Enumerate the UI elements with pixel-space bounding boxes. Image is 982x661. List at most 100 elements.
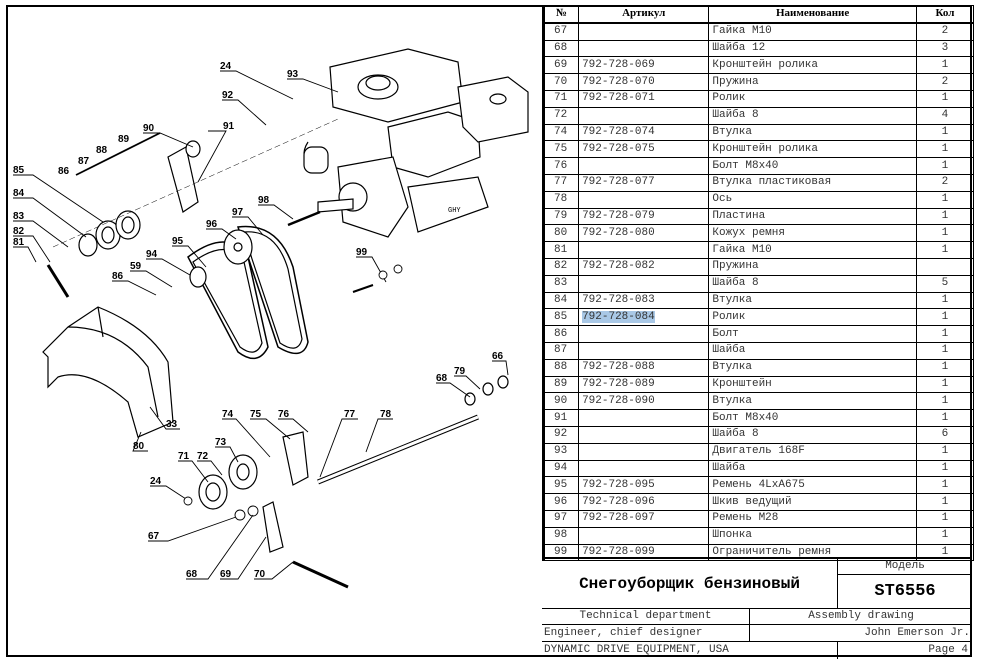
cell-name[interactable]: Шайба [708, 341, 917, 360]
cell-qty[interactable]: 2 [915, 22, 975, 41]
cell-num[interactable]: 99 [543, 543, 580, 562]
cell-qty[interactable] [915, 257, 975, 276]
cell-qty[interactable]: 2 [915, 73, 975, 91]
cell-qty[interactable]: 1 [915, 442, 975, 461]
cell-article[interactable]: 792-728-095 [578, 476, 710, 495]
cell-num[interactable]: 98 [543, 526, 580, 545]
cell-article[interactable] [578, 325, 710, 343]
cell-num[interactable]: 70 [543, 73, 580, 91]
cell-name[interactable]: Ролик [708, 89, 917, 108]
cell-qty[interactable]: 1 [915, 123, 975, 142]
cell-qty[interactable]: 1 [915, 341, 975, 360]
cell-name[interactable]: Кронштейн ролика [708, 56, 917, 75]
cell-num[interactable]: 86 [543, 325, 580, 343]
cell-num[interactable]: 96 [543, 493, 580, 511]
cell-article[interactable]: 792-728-099 [578, 543, 710, 562]
cell-article[interactable]: 792-728-088 [578, 358, 710, 377]
cell-num[interactable]: 72 [543, 106, 580, 125]
cell-qty[interactable]: 1 [915, 190, 975, 209]
cell-name[interactable]: Пружина [708, 257, 917, 276]
cell-qty[interactable]: 1 [915, 392, 975, 411]
cell-num[interactable]: 90 [543, 392, 580, 411]
cell-name[interactable]: Двигатель 168F [708, 442, 917, 461]
cell-name[interactable]: Кронштейн [708, 375, 917, 394]
cell-qty[interactable]: 1 [915, 526, 975, 545]
cell-qty[interactable]: 1 [915, 140, 975, 159]
cell-article[interactable]: 792-728-097 [578, 509, 710, 528]
cell-num[interactable]: 88 [543, 358, 580, 377]
cell-num[interactable]: 82 [543, 257, 580, 276]
cell-name[interactable]: Ремень M28 [708, 509, 917, 528]
cell-article[interactable] [578, 341, 710, 360]
cell-qty[interactable]: 1 [915, 325, 975, 343]
cell-article[interactable]: 792-728-077 [578, 173, 710, 192]
cell-num[interactable]: 89 [543, 375, 580, 394]
cell-num[interactable]: 77 [543, 173, 580, 192]
cell-name[interactable]: Кронштейн ролика [708, 140, 917, 159]
cell-qty[interactable]: 1 [915, 224, 975, 243]
cell-num[interactable]: 78 [543, 190, 580, 209]
cell-article[interactable] [578, 157, 710, 175]
cell-num[interactable]: 94 [543, 459, 580, 478]
cell-name[interactable]: Шайба 12 [708, 39, 917, 58]
cell-name[interactable]: Пластина [708, 207, 917, 226]
cell-num[interactable]: 93 [543, 442, 580, 461]
cell-article[interactable] [578, 39, 710, 58]
cell-article[interactable]: 792-728-080 [578, 224, 710, 243]
cell-name[interactable]: Болт M8x40 [708, 409, 917, 427]
cell-qty[interactable]: 1 [915, 409, 975, 427]
cell-qty[interactable]: 1 [915, 291, 975, 310]
cell-qty[interactable]: 1 [915, 476, 975, 495]
cell-name[interactable]: Болт [708, 325, 917, 343]
cell-article[interactable] [578, 526, 710, 545]
cell-name[interactable]: Ремень 4LxA675 [708, 476, 917, 495]
cell-qty[interactable]: 3 [915, 39, 975, 58]
cell-num[interactable]: 97 [543, 509, 580, 528]
cell-qty[interactable]: 1 [915, 157, 975, 175]
cell-article[interactable]: 792-728-074 [578, 123, 710, 142]
cell-num[interactable]: 74 [543, 123, 580, 142]
cell-article[interactable]: 792-728-090 [578, 392, 710, 411]
cell-qty[interactable]: 1 [915, 493, 975, 511]
cell-article[interactable]: 792-728-071 [578, 89, 710, 108]
cell-qty[interactable]: 1 [915, 375, 975, 394]
cell-name[interactable]: Шайба 8 [708, 425, 917, 444]
cell-name[interactable]: Гайка M10 [708, 241, 917, 259]
cell-qty[interactable]: 1 [915, 207, 975, 226]
cell-name[interactable]: Шайба 8 [708, 106, 917, 125]
cell-num[interactable]: 68 [543, 39, 580, 58]
cell-name[interactable]: Ограничитель ремня [708, 543, 917, 562]
cell-article[interactable] [578, 241, 710, 259]
cell-num[interactable]: 95 [543, 476, 580, 495]
cell-qty[interactable]: 1 [915, 308, 975, 327]
cell-qty[interactable]: 4 [915, 106, 975, 125]
cell-qty[interactable]: 1 [915, 89, 975, 108]
cell-name[interactable]: Ролик [708, 308, 917, 327]
cell-num[interactable]: 80 [543, 224, 580, 243]
cell-name[interactable]: Шайба [708, 459, 917, 478]
cell-num[interactable]: 71 [543, 89, 580, 108]
cell-article[interactable]: 792-728-089 [578, 375, 710, 394]
cell-num[interactable]: 83 [543, 274, 580, 293]
cell-qty[interactable]: 1 [915, 56, 975, 75]
cell-name[interactable]: Кожух ремня [708, 224, 917, 243]
cell-num[interactable]: 92 [543, 425, 580, 444]
cell-article[interactable] [578, 459, 710, 478]
cell-name[interactable]: Втулка [708, 123, 917, 142]
cell-article[interactable]: 792-728-070 [578, 73, 710, 91]
cell-name[interactable]: Пружина [708, 73, 917, 91]
cell-name[interactable]: Шайба 8 [708, 274, 917, 293]
cell-article[interactable] [578, 274, 710, 293]
cell-num[interactable]: 67 [543, 22, 580, 41]
cell-article[interactable] [578, 22, 710, 41]
cell-num[interactable]: 91 [543, 409, 580, 427]
cell-qty[interactable]: 1 [915, 509, 975, 528]
cell-qty[interactable]: 6 [915, 425, 975, 444]
cell-qty[interactable]: 2 [915, 173, 975, 192]
cell-name[interactable]: Гайка M10 [708, 22, 917, 41]
cell-article[interactable]: 792-728-084 [578, 308, 710, 327]
cell-name[interactable]: Втулка пластиковая [708, 173, 917, 192]
cell-name[interactable]: Ось [708, 190, 917, 209]
cell-qty[interactable]: 1 [915, 459, 975, 478]
cell-name[interactable]: Втулка [708, 291, 917, 310]
